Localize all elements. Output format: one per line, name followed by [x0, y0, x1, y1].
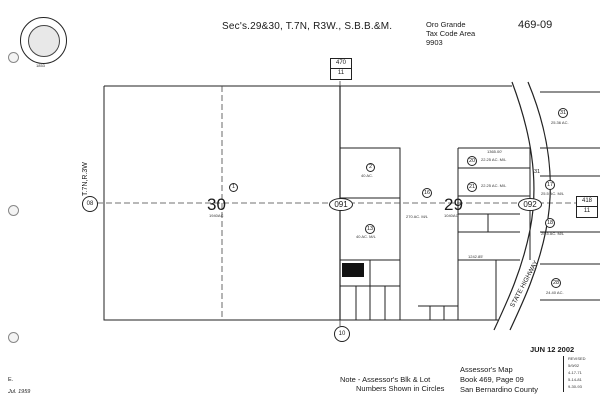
binder-hole-top: [8, 52, 19, 63]
adjacent-book-bottom-number: 10: [338, 331, 346, 337]
revision-title: REVISED: [568, 356, 586, 361]
shaded-parcel: [342, 263, 364, 277]
note-line-2: Numbers Shown in Circles: [356, 384, 445, 393]
section-30-label: 30: [207, 195, 226, 214]
sections-title: Sec's.29&30, T.7N, R3W., S.B.B.&M.: [222, 21, 393, 32]
seal-year: 1853: [36, 63, 45, 68]
parcel-13: 13: [365, 224, 375, 234]
parcel-18-area: 25.5 AC. M/L: [541, 231, 565, 236]
county-seal: [20, 17, 67, 64]
adjacent-book-top-number: 470: [331, 59, 351, 69]
map-boundary: [103, 85, 512, 321]
adjacent-book-right-page: 11: [583, 208, 591, 214]
binder-hole-middle: [8, 205, 19, 216]
original-date: Jul. 1959: [8, 389, 31, 395]
parcel-16: 16: [422, 188, 432, 198]
received-stamp-date: JUN 12 2002: [530, 345, 575, 354]
book-page-number: 469-09: [518, 19, 553, 31]
parcel-16-area: 270 AC. M/L: [406, 214, 429, 219]
parcel-28-area: 24.40 AC.: [546, 290, 564, 295]
footer-county: San Bernardino County: [460, 385, 538, 394]
highway-west-edge: [493, 81, 535, 331]
township-label: T.7N,R.3W: [82, 162, 89, 196]
tax-code-number: 9903: [426, 38, 443, 47]
parcel-31-area: 25.36 AC.: [551, 120, 569, 125]
corner-mark: E.: [8, 377, 14, 383]
dimension-mid-right: 1242.85': [468, 254, 484, 259]
parcel-2-area: 40 AC.: [361, 173, 374, 178]
parcel-17-area: 25.5 AC. M/L: [541, 191, 565, 196]
adjacent-book-right-number: 418: [577, 197, 597, 207]
section-29-label: 29: [444, 195, 463, 214]
highway-number: 31: [534, 169, 541, 175]
note-line-1: Note - Assessor's Blk & Lot: [340, 375, 431, 384]
revision-date-4: 9-30-93: [568, 384, 582, 389]
tax-code-label: Tax Code Area: [426, 29, 476, 38]
footer-book-page: Book 469, Page 09: [460, 375, 524, 384]
area-name: Oro Grande: [426, 20, 466, 29]
binder-hole-bottom: [8, 332, 19, 343]
parcel-31: 31: [558, 108, 568, 118]
parcel-13-area: 40 AC. M/L: [356, 234, 376, 239]
adjacent-book-top: 470 11: [330, 58, 352, 80]
page-oval-091: 091: [329, 198, 353, 211]
adjacent-book-left-number: 08: [86, 201, 94, 207]
parcel-1: 1: [229, 183, 238, 192]
parcel-20-area: 22.25 AC. M/L: [481, 157, 507, 162]
revision-date-2: 4-17-71: [568, 370, 582, 375]
adjacent-book-top-page: 11: [337, 70, 345, 76]
revision-date-1: 5/9/02: [568, 363, 580, 368]
parcel-28: 28: [551, 278, 561, 288]
parcel-20: 20: [467, 156, 477, 166]
section-29-area: 1040AC: [444, 213, 459, 218]
adjacent-book-bottom: 10: [334, 326, 350, 342]
dimension-top-right: 1365.00': [487, 149, 503, 154]
revision-block: REVISED 5/9/02 4-17-71 5-14-81 9-30-93: [563, 356, 594, 392]
parcel-2: 2: [366, 163, 375, 172]
section-30-area: 1940AC: [209, 213, 224, 218]
parcel-21-area: 22.25 AC. M/L: [481, 183, 507, 188]
parcel-21: 21: [467, 182, 477, 192]
footer-map-title: Assessor's Map: [460, 365, 513, 374]
seal-emblem-icon: [28, 25, 60, 57]
adjacent-book-left: 08: [82, 196, 98, 212]
highway-east-edge: [509, 81, 551, 331]
parcel-17: 17: [545, 180, 555, 190]
page-oval-092: 092: [518, 198, 542, 211]
parcel-18: 18: [545, 218, 555, 228]
revision-date-3: 5-14-81: [568, 377, 582, 382]
adjacent-book-right: 418 11: [576, 196, 598, 218]
